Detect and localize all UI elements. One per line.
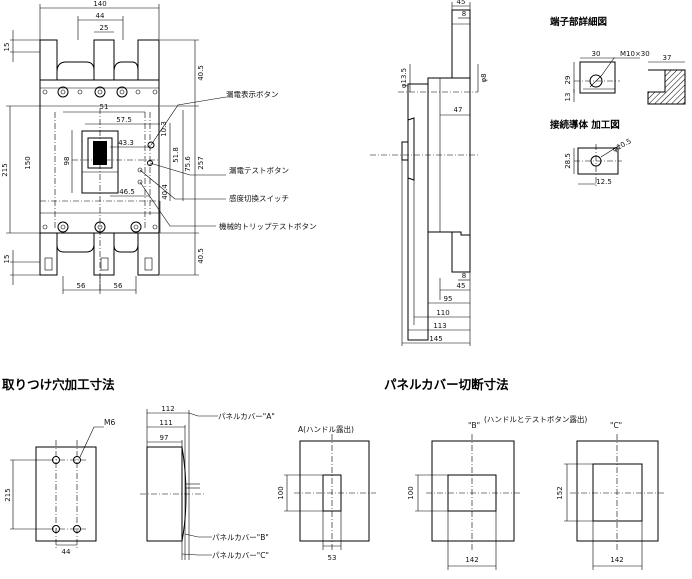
dim-40-4: 40.4 [161,184,169,200]
cutout-a-title: A(ハンドル露出) [298,424,354,434]
conductor-machining: φ10.5 28.5 12.5 [564,137,633,186]
dim-57-5: 57.5 [116,116,132,124]
cutout-a-dim-100: 100 [277,486,285,499]
dim-44: 44 [96,12,105,20]
terminal-detail: 30 M10×30 37 29 13 [564,50,686,105]
dim-56-right: 56 [114,282,123,290]
side-dim-45-top: 45 [457,0,466,6]
cutout-c-dim-142: 142 [610,556,623,564]
terminal-dim-37: 37 [663,54,672,62]
terminal-dim-13: 13 [564,93,572,102]
dim-15-top: 15 [3,43,11,52]
dim-140: 140 [93,0,106,8]
cutout-b-title: "B" [468,421,480,430]
label-panel-c: パネルカバー"C" [212,551,269,560]
cutout-b-panel [431,440,515,542]
side-dim-145: 145 [429,335,442,343]
dim-40-5-bottom: 40.5 [197,248,205,264]
dim-15-bottom: 15 [3,255,11,264]
side-small-dim-97: 97 [160,434,169,442]
callout-leak-indicator: 漏電表示ボタン [226,89,279,99]
callout-mech-trip-test: 機械的トリップテストボタン [219,221,317,231]
cutout-b-dim-100: 100 [407,486,415,499]
side-dim-8-bottom: 8 [462,272,466,280]
top-tab-middle [93,39,115,80]
cutout-b-note: (ハンドルとテストボタン露出) [484,414,587,424]
dim-75-6: 75.6 [184,156,192,172]
side-dim-45-bottom: 45 [457,282,466,290]
side-body [427,77,471,236]
dim-98: 98 [63,157,71,166]
side-small-dim-111: 111 [159,419,172,427]
cutout-c: "C" 152 142 [556,421,664,570]
dim-40-5-top: 40.5 [197,65,205,81]
side-dim-47: 47 [454,106,463,114]
conductor-dim-phi10-5: φ10.5 [611,137,633,154]
dim-25: 25 [100,24,109,32]
side-top-terminal [451,9,471,79]
dim-10-3: 10.3 [160,121,168,137]
dim-215: 215 [1,163,9,176]
mount-hole-view: 215 44 M6 [4,418,115,556]
leak-indicator-button [147,141,155,149]
top-tab-left [39,39,58,80]
mount-plate [35,446,97,542]
cutout-b-dim-142: 142 [465,556,478,564]
dim-257: 257 [197,156,205,169]
terminal-dim-29: 29 [564,76,572,85]
cutout-c-hole [592,463,643,522]
terminal-dim-30: 30 [592,50,601,58]
heading-conductor-machining: 接続導体 加工図 [550,120,620,131]
heading-terminal-detail: 端子部詳細図 [550,17,608,28]
cutout-a-dim-53: 53 [328,554,337,562]
panel-side-view: 112 111 97 パネルカバー"A" パネルカバー"B" パネルカバー"C" [140,405,275,560]
cutout-a: A(ハンドル露出) 100 53 [277,424,376,562]
label-panel-b: パネルカバー"B" [212,533,269,542]
side-view: 45 8 φ13.5 φ8 47 8 45 95 110 113 145 [370,0,488,346]
heading-panel-cut: パネルカバー切断寸法 [384,377,509,392]
side-dim-110: 110 [436,309,449,317]
callout-leak-test: 漏電テストボタン [229,165,289,175]
dim-56-left: 56 [77,282,86,290]
dim-43-3: 43.3 [118,139,134,147]
side-handle [401,141,409,161]
callout-sensitivity-switch: 感度切換スイッチ [229,193,289,203]
dim-150: 150 [24,156,32,169]
side-dim-113: 113 [433,322,446,330]
mount-screw-label: M6 [104,418,115,427]
dim-51-8: 51.8 [172,147,180,163]
front-view: 140 44 25 15 40.5 51 57.5 10.3 43.3 98 1… [1,0,317,294]
mount-dim-215: 215 [4,488,12,501]
terminal-hatched-section [647,69,686,105]
cutout-c-panel [576,440,659,542]
conductor-dim-12-5: 12.5 [596,178,612,186]
side-dim-8-top: 8 [462,10,466,18]
side-dim-95: 95 [444,295,453,303]
side-dim-phi8: φ8 [480,73,488,82]
conductor-dim-28-5: 28.5 [564,153,572,169]
label-panel-a: パネルカバー"A" [218,412,275,421]
cutout-a-panel [299,440,370,542]
dim-46-5: 46.5 [119,188,135,196]
dim-51: 51 [100,103,109,111]
heading-mount-hole: 取りつけ穴加工寸法 [2,377,115,392]
side-small-dim-112: 112 [161,405,174,413]
side-cover [407,83,429,341]
side-dim-phi13-5: φ13.5 [400,68,408,88]
top-tab-right [137,39,160,80]
conductor-bar [577,147,619,175]
terminal-dim-m10: M10×30 [620,50,650,58]
cutout-b: "B" (ハンドルとテストボタン露出) 100 142 [407,414,587,570]
mount-dim-44: 44 [62,548,71,556]
cutout-c-title: "C" [610,421,622,430]
terminal-plate [579,61,616,94]
cutout-c-dim-152: 152 [556,486,564,499]
